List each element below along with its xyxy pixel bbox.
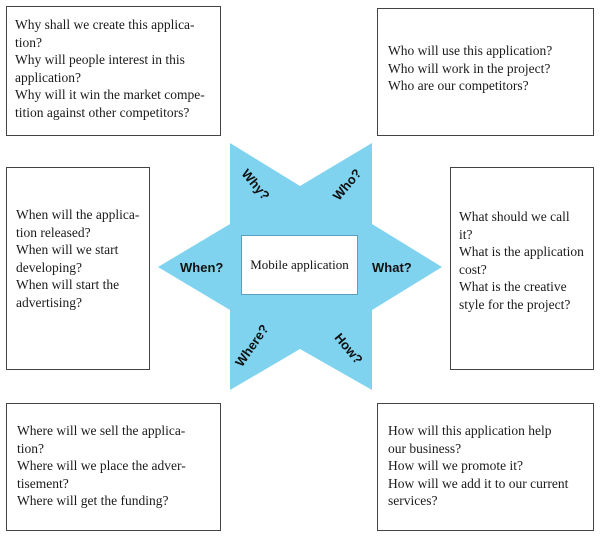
what-label: What? xyxy=(372,260,412,275)
why-questions-box: Why shall we create this applica- tion? … xyxy=(6,6,221,136)
who-line: Who will work in the project? xyxy=(388,60,551,76)
who-line: Who will use this application? xyxy=(388,43,553,58)
how-line: How will this application help xyxy=(388,423,552,438)
when-line: tion released? xyxy=(16,224,91,240)
where-line: tion? xyxy=(17,440,44,456)
where-line: Where will we place the adver- xyxy=(17,458,186,473)
when-label: When? xyxy=(180,260,224,275)
when-line: When will we start xyxy=(16,242,119,257)
why-line: tition against other competitors? xyxy=(15,104,190,120)
why-line: tion? xyxy=(15,34,42,50)
why-line: application? xyxy=(15,69,81,85)
where-line: Where will get the funding? xyxy=(17,493,169,508)
who-line: Who are our competitors? xyxy=(388,78,529,93)
when-line: When will start the xyxy=(16,277,120,292)
why-line: Why will it win the market compe- xyxy=(15,87,205,102)
what-line: it? xyxy=(459,226,473,242)
what-line: What should we call xyxy=(459,209,570,224)
how-line: How will we promote it? xyxy=(388,458,523,473)
when-questions-box: When will the applica- tion released? Wh… xyxy=(6,167,150,370)
where-line: Where will we sell the applica- xyxy=(17,423,186,438)
when-line: developing? xyxy=(16,259,82,275)
where-questions-box: Where will we sell the applica- tion? Wh… xyxy=(6,403,221,531)
center-label: Mobile application xyxy=(241,235,358,295)
how-line: our business? xyxy=(388,440,462,456)
when-line: advertising? xyxy=(16,294,82,310)
what-line: What is the creative xyxy=(459,279,567,294)
how-line: services? xyxy=(388,493,438,508)
why-line: Why will people interest in this xyxy=(15,52,185,67)
when-line: When will the applica- xyxy=(16,207,140,222)
what-line: style for the project? xyxy=(459,296,571,312)
why-line: Why shall we create this applica- xyxy=(15,17,195,32)
what-questions-box: What should we call it? What is the appl… xyxy=(450,167,594,370)
where-line: tisement? xyxy=(17,475,69,491)
how-questions-box: How will this application help our busin… xyxy=(377,403,594,531)
how-line: How will we add it to our current xyxy=(388,475,569,491)
who-questions-box: Who will use this application? Who will … xyxy=(377,8,594,136)
what-line: cost? xyxy=(459,261,487,277)
what-line: What is the application xyxy=(459,244,584,259)
